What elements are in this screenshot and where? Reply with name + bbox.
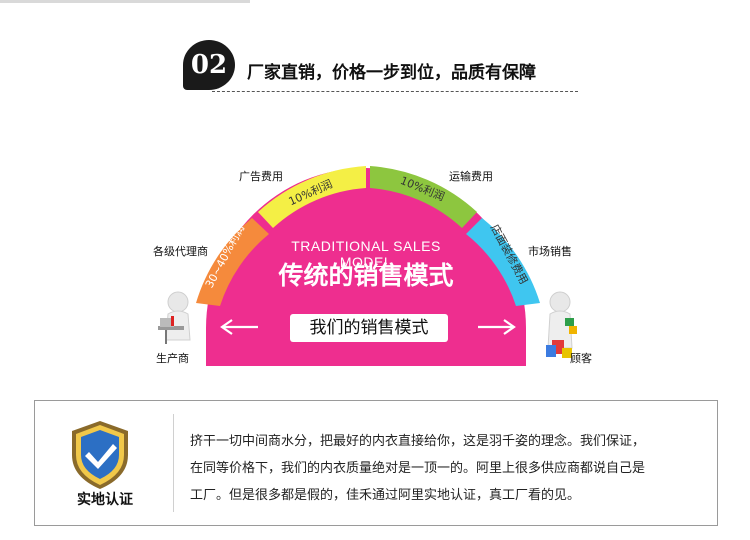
right-arrow-icon	[478, 319, 516, 335]
certification-shield-icon	[60, 415, 140, 515]
producer-figure-icon	[158, 291, 191, 344]
customer-label: 顾客	[570, 352, 592, 365]
section-title: 厂家直销，价格一步到位，品质有保障	[247, 63, 536, 83]
arc-segment-green	[370, 166, 477, 228]
traditional-model-en: TRADITIONAL SALES MODEL	[291, 238, 441, 270]
arc-segment-orange	[196, 218, 269, 306]
label-advertising: 广告费用	[239, 170, 283, 183]
arc-segment-cyan	[466, 218, 540, 306]
info-divider	[173, 414, 174, 512]
traditional-model-cn: 传统的销售模式	[278, 261, 454, 290]
certification-box	[34, 400, 718, 526]
producer-label: 生产商	[156, 352, 189, 365]
info-line-2: 在同等价格下，我们的内衣质量绝对是一顶一的。阿里上很多供应商都说自己是	[190, 461, 646, 476]
top-accent-bar	[0, 0, 250, 3]
arc-segment-yellow	[258, 166, 366, 228]
info-line-3: 工厂。但是很多都是假的，佳禾通过阿里实地认证，真工厂看的见。	[190, 488, 581, 503]
info-line-1: 挤干一切中间商水分，把最好的内衣直接给你，这是羽千姿的理念。我们保证，	[190, 434, 646, 449]
label-agents: 各级代理商	[153, 245, 208, 258]
customer-figure-icon	[546, 291, 577, 358]
left-arrow-icon	[220, 319, 258, 335]
our-sales-model-label: 我们的销售模式	[290, 314, 448, 342]
certification-title: 实地认证	[77, 492, 133, 508]
section-number-badge: 02	[183, 40, 235, 90]
label-shipping: 运输费用	[449, 170, 493, 183]
label-marketing: 市场销售	[528, 245, 572, 258]
title-underline	[212, 91, 578, 92]
